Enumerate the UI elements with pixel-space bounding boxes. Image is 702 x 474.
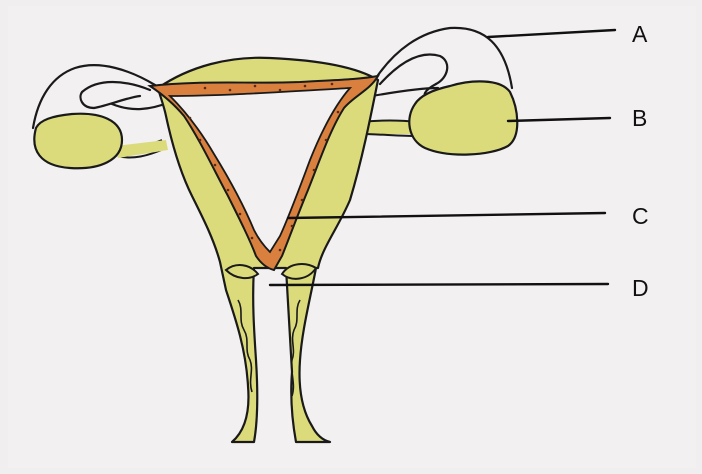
label-c: C (632, 203, 649, 229)
leader-line-b (508, 118, 610, 121)
label-a: A (632, 21, 648, 47)
label-b: B (632, 105, 647, 131)
left-ovary (34, 114, 168, 169)
leader-line-d (270, 284, 608, 285)
leader-line-a (488, 30, 615, 37)
label-d: D (632, 275, 649, 301)
right-ovary (358, 81, 517, 154)
